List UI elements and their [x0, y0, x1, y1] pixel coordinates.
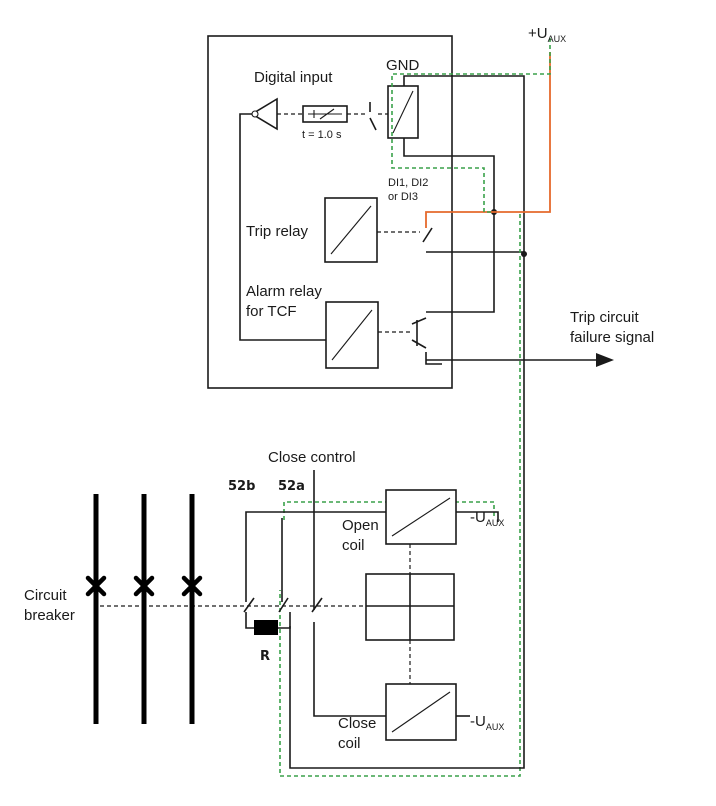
- amplifier-to-alarm-wire: [239, 113, 326, 341]
- trip-return-wire: [289, 254, 525, 769]
- open-coil: [385, 489, 457, 545]
- close-coil-feed: [313, 622, 386, 717]
- tcf-signal-label-line2: failure signal: [570, 329, 654, 346]
- open-coil-label-line1: Open: [342, 517, 379, 534]
- circuit-breaker-poles: [85, 494, 203, 724]
- alarm-relay: [325, 301, 427, 369]
- amplifier-output-node: [251, 110, 259, 118]
- digital-input-label: Digital input: [254, 69, 333, 86]
- auxiliary-contacts: [243, 597, 323, 635]
- contact-52b: [243, 597, 255, 613]
- resistor-r: [254, 620, 278, 635]
- di-label-line1: DI1, DI2: [388, 177, 428, 189]
- alarm-relay-label-line2: for TCF: [246, 303, 297, 320]
- breaker-latch-mechanism: [365, 573, 455, 641]
- u-aux-negative-close-label: -UAUX: [470, 713, 504, 732]
- close-coil: [385, 683, 457, 741]
- circuit-breaker-label-line1: Circuit: [24, 587, 67, 604]
- monitoring-path-top: [391, 38, 551, 213]
- open-coil-label-line2: coil: [342, 537, 365, 554]
- aux-supply-wire: [425, 52, 551, 228]
- di-to-alarm-wire: [403, 138, 495, 313]
- u-aux-negative-open-label: -UAUX: [470, 509, 504, 528]
- close-control-contact: [311, 597, 323, 613]
- trip-relay-contact: [422, 227, 433, 243]
- contact-52b-label: 52b: [228, 479, 255, 494]
- breaker-contact-x: [85, 575, 203, 597]
- digital-input-circuit: [250, 85, 419, 139]
- close-coil-label-line2: coil: [338, 735, 361, 752]
- contact-52a: [278, 597, 289, 613]
- circuit-breaker-label-line2: breaker: [24, 607, 75, 624]
- alarm-relay-label-line1: Alarm relay: [246, 283, 322, 300]
- timer-label: t = 1.0 s: [302, 129, 342, 141]
- close-control-label: Close control: [268, 449, 356, 466]
- u-aux-positive-label: +UAUX: [528, 25, 566, 44]
- di-label-line2: or DI3: [388, 191, 418, 203]
- trip-relay-label: Trip relay: [246, 223, 308, 240]
- tcf-signal-label-line1: Trip circuit: [570, 309, 639, 326]
- monitoring-path-return: [279, 214, 521, 777]
- resistor-label: R: [260, 649, 270, 664]
- gnd-wire: [403, 75, 525, 254]
- contact-52a-label: 52a: [278, 479, 305, 494]
- gnd-label: GND: [386, 57, 420, 74]
- tcf-signal-arrow: [596, 353, 614, 367]
- open-coil-feed-52b: [245, 511, 386, 602]
- trip-relay: [324, 197, 433, 263]
- close-coil-label-line1: Close: [338, 715, 376, 732]
